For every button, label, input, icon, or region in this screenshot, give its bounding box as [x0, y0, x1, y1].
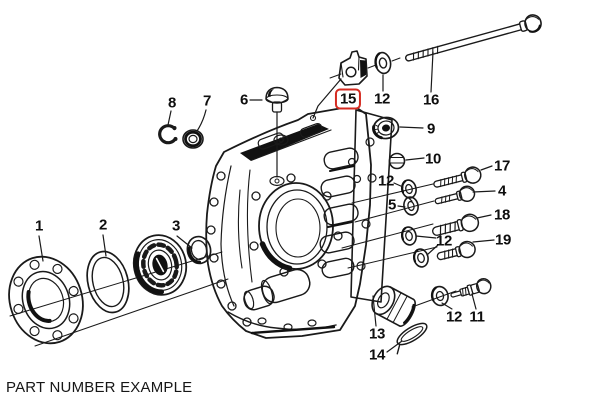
callout-15[interactable]: 15	[334, 88, 362, 110]
part-3-seal-ring	[186, 235, 212, 265]
part-14-gasket	[396, 322, 428, 355]
callout-8[interactable]: 8	[167, 94, 177, 112]
part-13-breather	[371, 285, 416, 327]
part-3-ball-bearing	[132, 234, 188, 296]
callout-14[interactable]: 14	[368, 346, 386, 364]
part-2-gasket-ring	[86, 250, 130, 314]
callout-1[interactable]: 1	[34, 217, 44, 235]
part-12-washer-bottom	[430, 285, 449, 307]
part-17-bolt	[433, 166, 482, 188]
callout-10[interactable]: 10	[424, 150, 442, 168]
callout-7[interactable]: 7	[202, 92, 212, 110]
part-8-circlip	[158, 124, 178, 145]
callout-16[interactable]: 16	[422, 91, 440, 109]
part-15-clamp	[338, 50, 368, 86]
part-12-washer-lower-b	[413, 248, 429, 268]
part-18-bolt	[432, 213, 480, 236]
callout-3[interactable]: 3	[171, 217, 181, 235]
part-12-washer-top	[374, 51, 392, 75]
part-5-lock-washer	[403, 196, 419, 216]
callout-12-4[interactable]: 12	[445, 308, 463, 326]
part-19-bolt	[436, 240, 476, 261]
callout-12-2[interactable]: 12	[377, 172, 395, 190]
part-12-washer-lower-a	[401, 226, 417, 246]
callout-12[interactable]: 12	[373, 90, 391, 108]
callout-2[interactable]: 2	[98, 216, 108, 234]
callout-5[interactable]: 5	[387, 196, 397, 214]
part-1-flange	[8, 255, 84, 345]
callout-13[interactable]: 13	[368, 325, 386, 343]
callout-12-3[interactable]: 12	[435, 232, 453, 250]
callout-9[interactable]: 9	[426, 120, 436, 138]
gearbox-housing-drawing	[205, 105, 393, 339]
callout-6[interactable]: 6	[239, 91, 249, 109]
callout-4[interactable]: 4	[497, 182, 507, 200]
callout-17[interactable]: 17	[493, 157, 511, 175]
caption: PART NUMBER EXAMPLE	[6, 379, 193, 396]
leader-lines	[38, 51, 496, 353]
callout-11[interactable]: 11	[469, 308, 485, 326]
part-11-screw	[450, 277, 492, 298]
callout-18[interactable]: 18	[493, 206, 511, 224]
part-9-bush	[372, 116, 400, 140]
part-16-long-bolt	[405, 14, 542, 62]
part-7-seal	[182, 129, 204, 149]
callout-19[interactable]: 19	[494, 231, 512, 249]
part-10-nut	[388, 152, 406, 170]
